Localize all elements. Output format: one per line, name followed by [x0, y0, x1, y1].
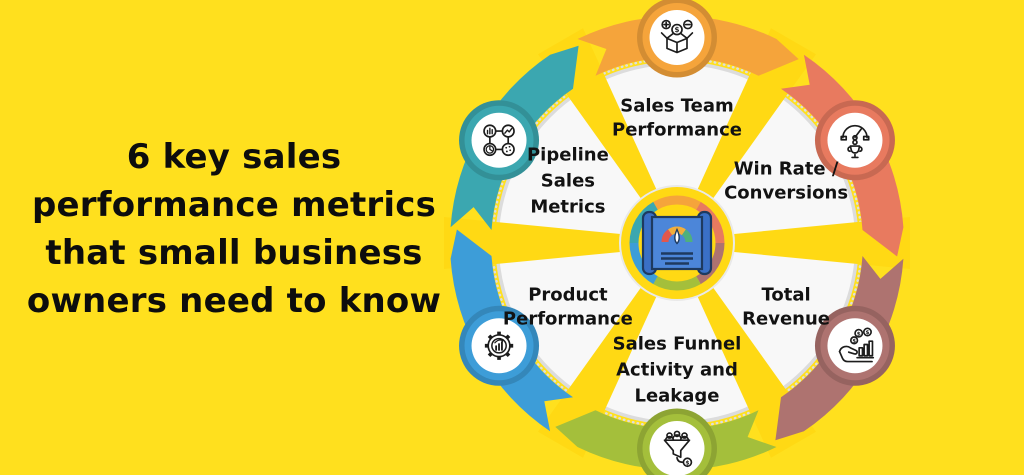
- svg-text:$: $: [865, 330, 869, 336]
- gauge-trophy-icon: [840, 124, 870, 159]
- segment-badge-face: [649, 421, 705, 475]
- title-line: performance metrics: [31, 185, 437, 225]
- segment-label-top-right: Win Rate /Conversions: [724, 159, 848, 204]
- sales-team-box-icon: $: [660, 19, 694, 54]
- center-ring-segment: [629, 242, 658, 285]
- sales-dashboard-scroll-icon: [641, 210, 713, 276]
- title-line: owners need to know: [26, 281, 442, 321]
- infographic-title: 6 key sales performance metrics that sma…: [8, 133, 460, 325]
- center-ring-segment: [653, 276, 701, 291]
- center-ring-segment: [696, 201, 725, 244]
- segment-badge-face: [827, 318, 883, 374]
- title-line: that small business: [45, 233, 423, 273]
- center-ring-segment: [696, 242, 725, 285]
- title-line: 6 key sales: [126, 137, 342, 177]
- center-ring-segment: [653, 195, 701, 210]
- sector-divider-spoke: [538, 262, 670, 458]
- funnel-money-icon: $: [663, 430, 693, 468]
- segment-badge-face: [471, 112, 527, 168]
- center-ring-segment: [629, 201, 658, 244]
- pipeline-charts-icon: [483, 124, 515, 157]
- svg-text:$: $: [852, 338, 856, 344]
- svg-text:$: $: [685, 461, 689, 467]
- gear-chart-icon: [484, 331, 514, 360]
- svg-text:$: $: [857, 331, 861, 337]
- segment-badge-face: [649, 10, 705, 65]
- sector-divider-spoke: [684, 28, 816, 224]
- sector-divider-spoke: [444, 217, 651, 269]
- hand-revenue-icon: $$$: [838, 327, 875, 363]
- sector-divider-spoke: [703, 217, 910, 269]
- svg-text:$: $: [675, 25, 680, 34]
